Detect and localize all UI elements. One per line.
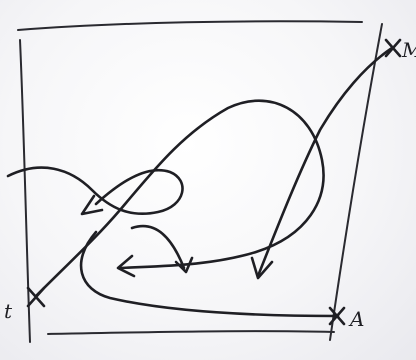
label-a: A [348,307,364,331]
cross-marker-a [328,306,346,326]
frame-left-line [19,39,31,343]
diagonal-to-m [256,46,394,278]
cross-marker-m [384,38,402,58]
small-loop-path [6,166,184,216]
curved-arrow-middle-head [174,256,194,274]
main-loop-path [34,99,325,298]
small-loop-arrowhead [80,194,104,216]
frame-bottom-line [47,330,335,335]
label-t: t [4,299,13,323]
bottom-sweep-to-a [79,230,340,318]
curved-arrow-middle [130,224,186,270]
diagonal-arrowhead-down [250,256,274,280]
label-m: M [401,38,416,62]
frame-right-line [329,23,383,341]
main-loop-arrowhead [116,254,136,278]
frame-top-line [17,20,363,31]
cross-marker-t [26,286,46,308]
